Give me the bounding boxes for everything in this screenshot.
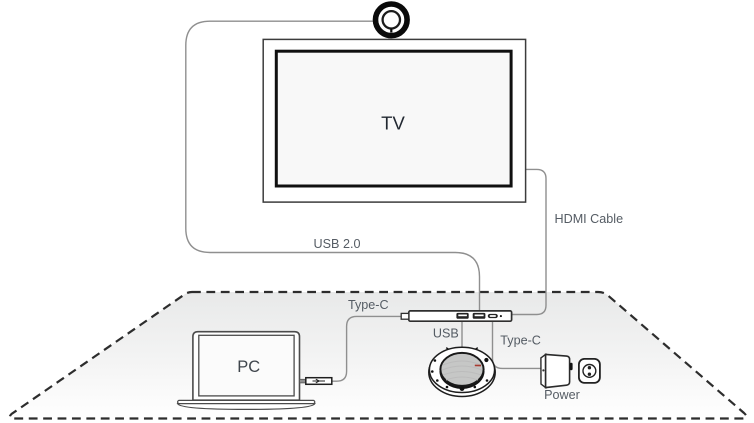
svg-text:Power: Power xyxy=(544,388,580,402)
svg-text:USB: USB xyxy=(433,327,459,341)
svg-text:USB 2.0: USB 2.0 xyxy=(314,237,361,251)
svg-text:TV: TV xyxy=(381,113,405,134)
svg-text:HDMI Cable: HDMI Cable xyxy=(555,212,624,226)
svg-text:Type-C: Type-C xyxy=(348,298,389,312)
svg-text:Type-C: Type-C xyxy=(500,334,541,348)
svg-text:PC: PC xyxy=(237,358,260,376)
